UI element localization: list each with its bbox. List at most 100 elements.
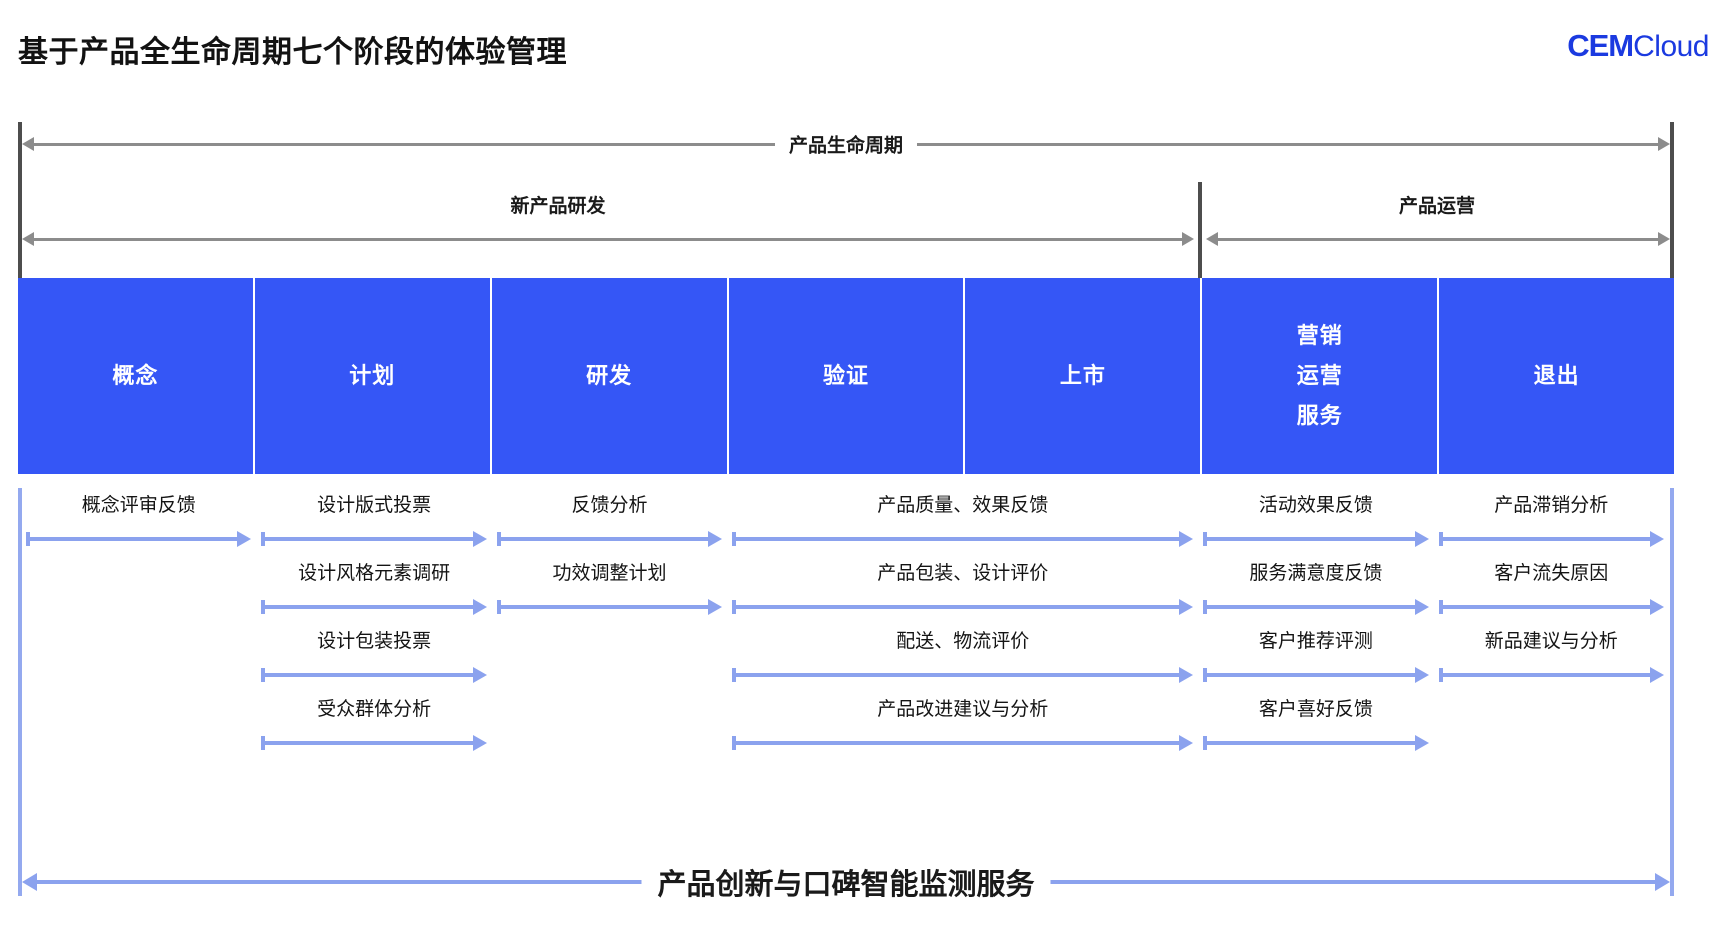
stage-cell-3[interactable]: 验证 [728, 278, 966, 474]
feedback-item[interactable]: 产品改进建议与分析 [732, 692, 1194, 760]
stage-cell-6[interactable]: 退出 [1439, 278, 1675, 474]
arrow-line [1442, 673, 1650, 677]
feedback-arrow [261, 599, 487, 615]
feedback-item[interactable]: 客户喜好反馈 [1203, 692, 1429, 760]
feedback-row-0: 概念评审反馈设计版式投票反馈分析产品质量、效果反馈活动效果反馈产品滞销分析 [22, 488, 1670, 556]
logo-mark-text: CEM [1567, 28, 1634, 63]
feedback-label: 设计风格元素调研 [298, 563, 451, 584]
arrow-head-right-icon [472, 531, 487, 547]
feedback-item[interactable]: 活动效果反馈 [1203, 488, 1429, 556]
arrow-line [500, 605, 709, 609]
stage-label-line-2: 运营 [1296, 363, 1343, 388]
arrow-tail-cap-icon [1438, 668, 1443, 682]
arrow-line [500, 537, 709, 541]
arrow-tail-cap-icon [496, 532, 501, 546]
stage-cell-2[interactable]: 研发 [491, 278, 729, 474]
feedback-arrow [732, 735, 1194, 751]
feedback-arrow [261, 667, 487, 683]
feedback-item[interactable]: 功效调整计划 [496, 556, 723, 624]
feedback-arrow [1203, 599, 1429, 615]
arrow-tail-cap-icon [1203, 668, 1208, 682]
arrow-line [1207, 537, 1415, 541]
feedback-arrow [732, 599, 1194, 615]
feedback-item[interactable]: 反馈分析 [496, 488, 723, 556]
arrow-tail-cap-icon [261, 532, 266, 546]
phase-right-arrow [1206, 228, 1670, 250]
phase-right-bracket-row [1206, 228, 1670, 250]
arrow-line [30, 537, 238, 541]
footer-arrow-row: 产品创新与口碑智能监测服务 [22, 861, 1670, 903]
feedback-item[interactable]: 设计风格元素调研 [261, 556, 487, 624]
arrow-line [736, 537, 1180, 541]
arrow-line [265, 741, 473, 745]
arrow-head-right-icon [472, 667, 487, 683]
arrow-head-left-icon [22, 137, 34, 151]
bracket-rail-right [1670, 122, 1674, 280]
arrow-head-right-icon [1649, 599, 1664, 615]
arrow-tail-cap-icon [1203, 600, 1208, 614]
arrow-head-right-icon [1649, 667, 1664, 683]
arrow-head-right-icon [708, 599, 723, 615]
arrow-tail-cap-icon [261, 736, 266, 750]
feedback-row-3: 受众群体分析 产品改进建议与分析 客户喜好反馈 [22, 692, 1670, 760]
arrow-line [265, 537, 473, 541]
feedback-item[interactable]: 客户流失原因 [1438, 556, 1664, 624]
feedback-arrow [732, 531, 1194, 547]
arrow-line [736, 741, 1180, 745]
arrow-head-right-icon [1414, 531, 1429, 547]
phase-right-label: 产品运营 [1398, 196, 1476, 217]
feedback-label: 产品改进建议与分析 [877, 699, 1049, 720]
cemcloud-logo: CEM Cloud [1567, 30, 1709, 62]
arrow-head-right-icon [1658, 232, 1670, 246]
logo-word-text: Cloud [1633, 30, 1709, 63]
arrow-head-right-icon [1414, 599, 1429, 615]
feedback-item[interactable]: 概念评审反馈 [26, 488, 252, 556]
feedback-label: 服务满意度反馈 [1249, 563, 1383, 584]
arrow-head-right-icon [1655, 873, 1670, 891]
arrow-line [736, 673, 1180, 677]
bracket-rail-left [18, 122, 22, 280]
arrow-head-right-icon [1182, 232, 1194, 246]
feedback-item[interactable]: 配送、物流评价 [732, 624, 1194, 692]
feedback-item[interactable]: 设计版式投票 [261, 488, 487, 556]
feedback-item[interactable]: 产品滞销分析 [1438, 488, 1664, 556]
feedback-label: 受众群体分析 [317, 699, 432, 720]
arrow-head-right-icon [1179, 667, 1194, 683]
arrow-line [1218, 237, 1658, 241]
stage-label: 上市 [1059, 363, 1106, 388]
feedback-label: 新品建议与分析 [1484, 631, 1618, 652]
feedback-rail-right [1670, 488, 1674, 896]
stage-cell-0[interactable]: 概念 [18, 278, 255, 474]
lifecycle-label: 产品生命周期 [774, 130, 918, 158]
stage-band: 概念 计划 研发 验证 上市 营销 运营 服务 退出 [18, 278, 1675, 474]
phase-left-label: 新产品研发 [510, 196, 606, 217]
feedback-item[interactable]: 产品包装、设计评价 [732, 556, 1194, 624]
stage-cell-5[interactable]: 营销 运营 服务 [1202, 278, 1440, 474]
lifecycle-bracket-row: 产品生命周期 [22, 130, 1670, 158]
stage-label: 退出 [1533, 363, 1580, 388]
arrow-head-right-icon [237, 531, 252, 547]
arrow-head-right-icon [472, 599, 487, 615]
arrow-tail-cap-icon [26, 532, 30, 546]
feedback-item[interactable]: 受众群体分析 [261, 692, 487, 760]
feedback-item[interactable]: 新品建议与分析 [1438, 624, 1664, 692]
feedback-arrow [1438, 599, 1664, 615]
page-title: 基于产品全生命周期七个阶段的体验管理 [18, 36, 567, 69]
feedback-arrow [496, 531, 723, 547]
feedback-label: 配送、物流评价 [896, 631, 1030, 652]
stage-cell-4[interactable]: 上市 [965, 278, 1203, 474]
feedback-item[interactable]: 服务满意度反馈 [1203, 556, 1429, 624]
arrow-line [1442, 605, 1650, 609]
arrow-head-right-icon [1179, 735, 1194, 751]
feedback-row-2: 设计包装投票 配送、物流评价 客户推荐评测 新品建议与分析 [22, 624, 1670, 692]
feedback-arrow [1438, 667, 1664, 683]
feedback-arrow [732, 667, 1194, 683]
feedback-item[interactable]: 设计包装投票 [261, 624, 487, 692]
feedback-item[interactable]: 产品质量、效果反馈 [732, 488, 1194, 556]
arrow-head-right-icon [1414, 735, 1429, 751]
bracket-rail-middle [1198, 182, 1202, 280]
feedback-item[interactable]: 客户推荐评测 [1203, 624, 1429, 692]
stage-cell-1[interactable]: 计划 [254, 278, 492, 474]
arrow-line [736, 605, 1180, 609]
feedback-label: 功效调整计划 [552, 563, 667, 584]
